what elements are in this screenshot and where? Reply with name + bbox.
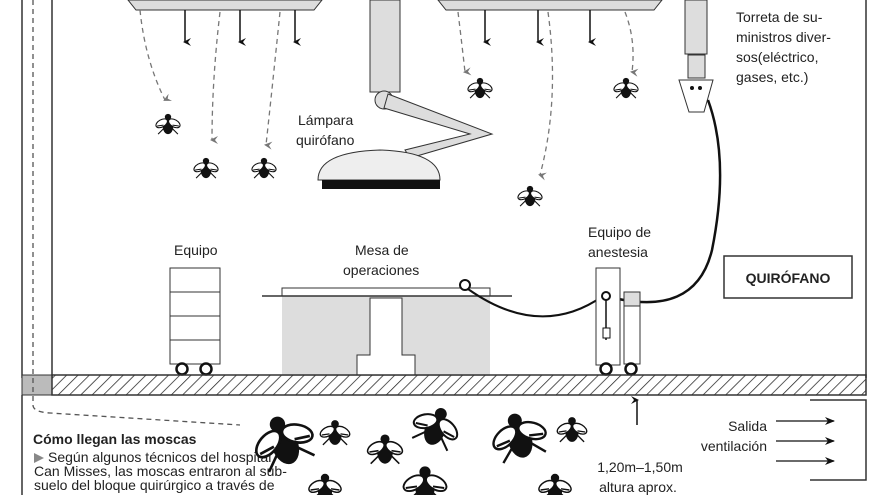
turret-label: Torreta de su- [736, 9, 823, 25]
ceiling-vent-right [437, 0, 663, 181]
equipment-label: Equipo [174, 242, 218, 258]
equipment-cart [169, 267, 221, 376]
anesthesia-label: Equipo de [588, 224, 651, 240]
sidebar-text: suelo del bloque quirúrgico a través de [34, 477, 275, 493]
sidebar-text: Según algunos técnicos del hospital [48, 449, 271, 465]
operating-table [262, 279, 604, 376]
fly-icon [611, 77, 641, 99]
room-label-box [723, 255, 853, 299]
fly-icon [306, 473, 344, 495]
height-label: altura aprox. [599, 479, 677, 495]
turret-label: ministros diver- [736, 29, 831, 45]
fly-icon [191, 157, 221, 179]
fly-icon [404, 398, 468, 455]
lamp-label: Lámpara [298, 112, 353, 128]
fly-icon [153, 113, 183, 135]
table-label: Mesa de [355, 242, 409, 258]
wall-base [21, 374, 53, 396]
fly-icon [465, 77, 495, 99]
anesthesia-equipment [595, 267, 641, 376]
fly-icon [536, 473, 574, 495]
fly-route-dashed [32, 0, 241, 426]
vent-exit-label: ventilación [701, 438, 767, 454]
room-label: QUIRÓFANO [746, 269, 831, 286]
anesthesia-label: anestesia [588, 244, 648, 260]
fly-icon [554, 416, 590, 443]
surgical-lamp [317, 0, 494, 189]
turret-label: gases, etc.) [736, 69, 808, 85]
vent-exit-box [810, 399, 867, 481]
fly-icon [364, 433, 406, 465]
lamp-label: quirófano [296, 132, 355, 148]
table-label: operaciones [343, 262, 419, 278]
fly-icon [482, 404, 555, 467]
fly-icon [317, 419, 353, 446]
height-label: 1,20m–1,50m [597, 459, 683, 475]
bullet-icon [34, 453, 44, 463]
ceiling-vent-left [127, 0, 323, 150]
fly-icon [399, 465, 451, 495]
supply-turret [605, 0, 722, 304]
sidebar-text: Can Misses, las moscas entraron al sub- [34, 463, 287, 479]
turret-label: sos(eléctrico, [736, 49, 818, 65]
fly-icon [515, 185, 545, 207]
fly-icon [249, 157, 279, 179]
raised-floor [51, 374, 867, 396]
sidebar-title: Cómo llegan las moscas [33, 431, 197, 447]
vent-exit-label: Salida [728, 418, 767, 434]
